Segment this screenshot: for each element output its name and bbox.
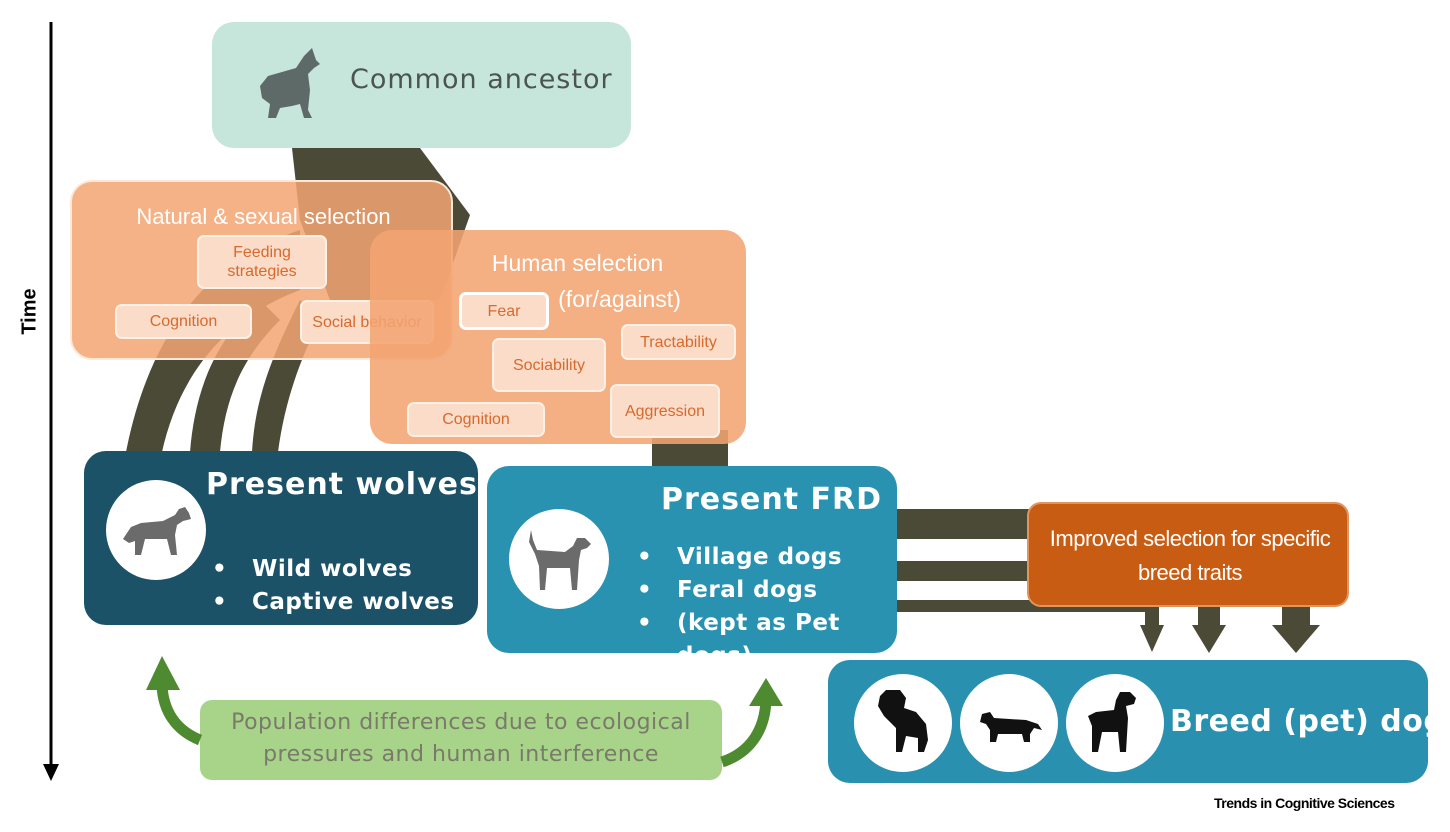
trait-fear: Fear: [459, 292, 549, 330]
improved-selection-line1: Improved selection for specific: [1049, 526, 1331, 551]
breed-dogs-title: Breed (pet) dogs: [1170, 704, 1450, 739]
present-frd-list: Village dogs Feral dogs (kept as Pet dog…: [637, 541, 897, 669]
improved-selection-line2: breed traits: [1137, 560, 1243, 585]
present-frd-box: Present FRD Village dogs Feral dogs (kep…: [487, 466, 897, 669]
time-axis-arrow: [43, 22, 59, 781]
afghan-hound-icon: [1088, 692, 1136, 752]
list-item: Wild wolves: [212, 553, 455, 586]
trait-tractability: Tractability: [621, 324, 736, 360]
present-wolves-box: Present wolves Wild wolves Captive wolve…: [84, 451, 478, 625]
list-item: Feral dogs: [637, 574, 897, 607]
dachshund-icon: [980, 712, 1042, 742]
dog-icon: [529, 530, 591, 590]
population-line2: pressures and human interference: [263, 742, 659, 767]
journal-credit: Trends in Cognitive Sciences: [1214, 795, 1395, 811]
trait-aggression: Aggression: [610, 384, 720, 438]
human-selection-title: Human selection: [491, 250, 664, 276]
natural-selection-title: Natural & sexual selection: [136, 204, 391, 229]
trait-sociability: Sociability: [492, 338, 606, 392]
human-selection-subtitle: (for/against): [558, 286, 681, 312]
breed-arrows: [1140, 605, 1320, 653]
trait-cognition-human: Cognition: [407, 402, 545, 437]
trait-cognition-natural: Cognition: [115, 304, 252, 339]
trait-feeding-strategies: Feeding strategies: [197, 235, 327, 289]
present-wolves-list: Wild wolves Captive wolves: [212, 553, 455, 619]
improved-selection-box: Improved selection for specific breed tr…: [1027, 502, 1349, 607]
present-frd-title: Present FRD: [661, 482, 882, 517]
common-ancestor-title: Common ancestor: [350, 64, 613, 95]
present-wolves-title: Present wolves: [206, 467, 478, 502]
wolf-icon: [123, 507, 191, 555]
howling-wolf-icon: [260, 48, 320, 118]
list-item: Captive wolves: [212, 586, 455, 619]
breed-dogs-box: Breed (pet) dogs: [828, 660, 1450, 783]
time-axis-label: Time: [18, 288, 41, 335]
retriever-dog-icon: [878, 690, 928, 752]
population-box: Population differences due to ecological…: [200, 700, 722, 780]
list-item: (kept as Pet dogs): [637, 607, 897, 669]
population-line1: Population differences due to ecological: [231, 710, 691, 735]
common-ancestor-box: Common ancestor: [212, 22, 631, 148]
list-item: Village dogs: [637, 541, 897, 574]
